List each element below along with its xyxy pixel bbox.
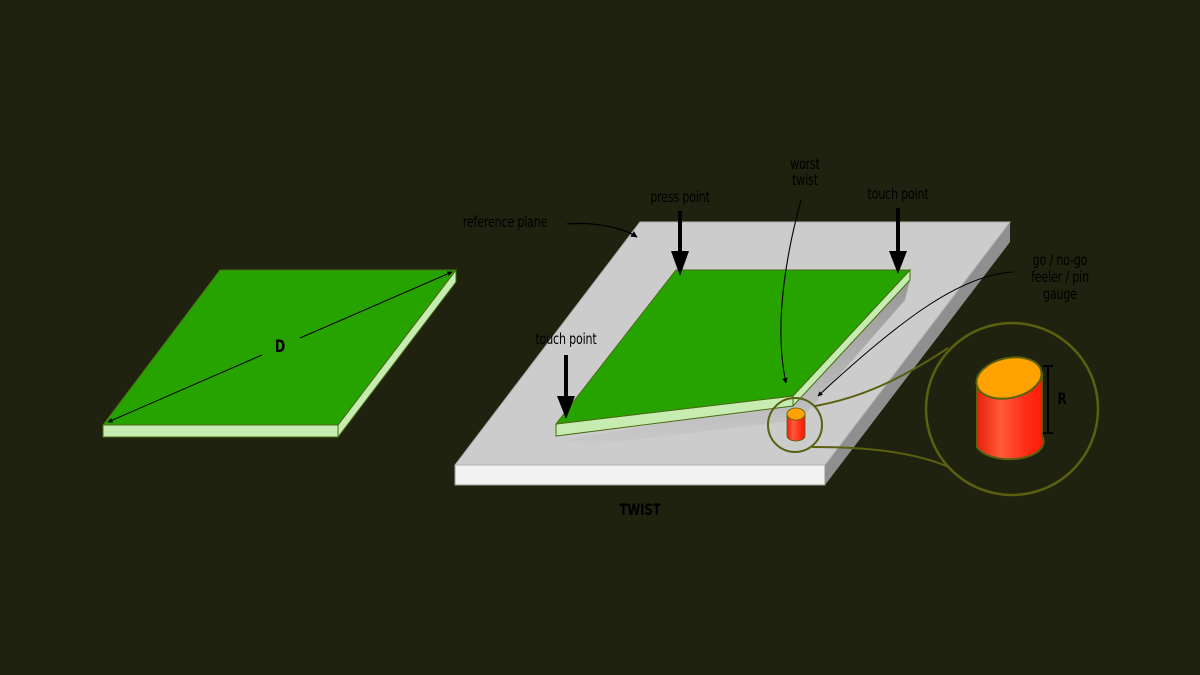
reference-plane-label: reference plane [462,213,548,231]
touch-point-left-label: touch point [535,330,597,348]
press-point-arrow [671,211,689,276]
twist-title: TWIST [619,500,661,519]
gauge-label-line1: go / no-go [1032,251,1088,269]
gauge-leader [817,271,1014,397]
worst-twist-label-line2: twist [792,171,818,189]
reference-plane-leader [566,222,638,238]
gauge-dimension-line [1043,365,1053,434]
touch-point-right-arrow [889,208,907,274]
small-pin-gauge [786,407,806,442]
worst-twist-leader [780,199,802,384]
press-point-label: press point [650,188,710,206]
gauge-label-line2: feeler / pin [1031,268,1089,286]
magnifier-connector-top [814,347,949,407]
small-magnifier-circle [767,397,823,453]
touch-point-right-label: touch point [867,185,929,203]
dimension-r-label: R [1057,389,1067,408]
diagonal-label: D [274,337,286,357]
touch-point-left-arrow [557,355,575,419]
twisted-pcb-board [554,268,912,437]
worst-twist-label-line1: worst [790,155,820,173]
gauge-label-line3: gauge [1043,285,1077,303]
flat-pcb-board [101,268,458,439]
large-pin-gauge [975,356,1045,461]
